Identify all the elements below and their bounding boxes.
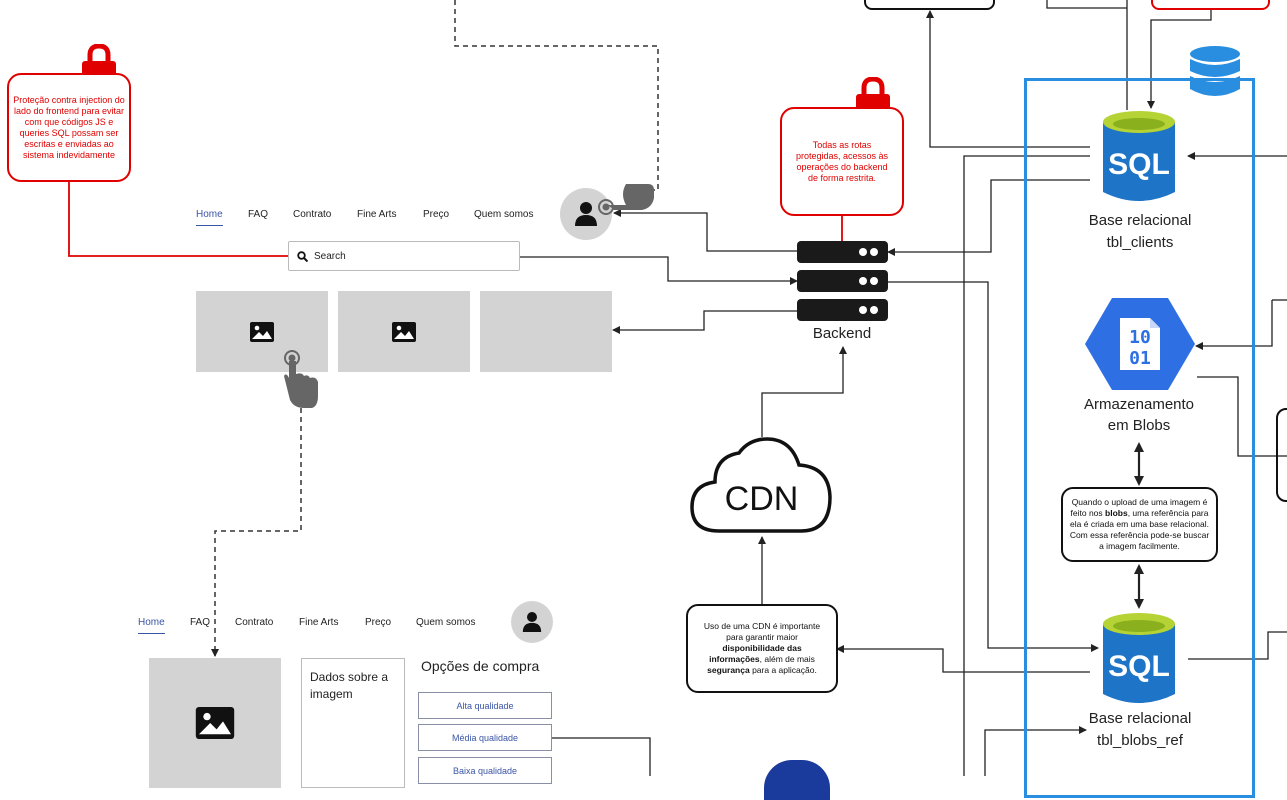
top-red-to-sql1 [1147,9,1212,109]
gallery-thumbnail[interactable] [338,291,470,372]
search-to-backend [520,256,798,285]
dashed-flow-detail [211,408,302,657]
right-to-blob [1195,300,1273,350]
nav-top-contrato[interactable]: Contrato [293,209,332,220]
search-placeholder: Search [314,250,346,262]
nav-top-faq[interactable]: FAQ [248,209,269,220]
gallery-thumbnail[interactable] [480,291,612,372]
user-icon [522,612,542,632]
pointer-hand-icon [284,350,318,408]
sql1-label-line2: tbl_clients [1106,234,1174,251]
search-icon [297,250,308,262]
image-icon [195,707,235,739]
top-box-red [1151,0,1270,10]
nav-top-quem-somos[interactable]: Quem somos [474,209,534,220]
nav-top-fine-arts[interactable]: Fine Arts [357,209,397,220]
blob-icon-text-2: 01 [1129,348,1151,369]
top-box-black [864,0,995,10]
sql1-to-backend [887,179,1090,256]
image-icon [250,321,274,342]
cdn-text: CDN [724,480,799,518]
bottom-clipped-logo [764,760,830,800]
backend-to-avatar [613,209,797,252]
option-low-quality-button[interactable]: Baixa qualidade [418,757,552,784]
user-icon [575,202,597,226]
cdn-note: Uso de uma CDN é importante para garanti… [686,604,838,693]
nav-bottom-quem-somos[interactable]: Quem somos [416,617,476,628]
pointer-hand-icon [598,184,654,215]
user-avatar-bottom[interactable] [511,601,553,643]
sql-database-icon [1103,111,1175,201]
nav-bottom-preco[interactable]: Preço [365,617,392,628]
product-image [149,658,281,788]
sql-database-icon [1103,613,1175,703]
nav-bottom-faq[interactable]: FAQ [190,617,211,628]
backend-to-sql2 [888,281,1099,652]
option-medium-quality-button[interactable]: Média qualidade [418,724,552,751]
blob-label-line2: em Blobs [1107,417,1171,434]
injection-protection-note: Proteção contra injection do lado do fro… [7,73,131,182]
blob-storage-icon [1085,298,1195,390]
sql2-to-right [1188,631,1287,660]
dashed-flow-top [454,0,659,191]
connector-layer [68,0,1287,776]
search-input[interactable]: Search [288,241,520,271]
protected-routes-note: Todas as rotas protegidas, acessos às op… [780,107,904,216]
blob-icon-text-1: 10 [1129,327,1151,348]
gallery-thumbnail[interactable] [196,291,328,372]
nav-bottom-contrato[interactable]: Contrato [235,617,274,628]
purchase-options-title: Opções de compra [421,658,540,674]
blob-to-right [1197,376,1287,457]
nav-bottom-fine-arts[interactable]: Fine Arts [299,617,339,628]
cdn-to-backend [761,346,847,437]
right-clipped-note [1276,408,1287,502]
image-data-box: Dados sobre a imagem [301,658,405,788]
nav-bottom-home[interactable]: Home [138,617,165,634]
cdn-cloud-icon [690,437,832,533]
database-icon [1190,46,1240,96]
blob-label-line1: Armazenamento [1083,396,1195,413]
nav-top-home[interactable]: Home [196,209,223,226]
sql2-label-line2: tbl_blobs_ref [1097,732,1183,749]
backend-label: Backend [812,325,872,342]
injection-connector [68,182,288,257]
sql1-label-line1: Base relacional [1088,212,1192,229]
image-icon [392,321,416,342]
sql2-icon-text: SQL [1108,650,1170,683]
sql1-to-top-left-box [926,10,1090,148]
sql1-icon-text: SQL [1108,148,1170,181]
image-data-text: Dados sobre a imagem [310,670,389,701]
backend-to-gallery [612,310,797,334]
nav-top-preco[interactable]: Preço [423,209,450,220]
blob-reference-note: Quando o upload de uma imagem é feito no… [1061,487,1218,562]
option-high-quality-button[interactable]: Alta qualidade [418,692,552,719]
sql2-label-line1: Base relacional [1088,710,1192,727]
sql2-to-cdnnote [836,645,1090,673]
backend-server-icon [797,241,888,323]
